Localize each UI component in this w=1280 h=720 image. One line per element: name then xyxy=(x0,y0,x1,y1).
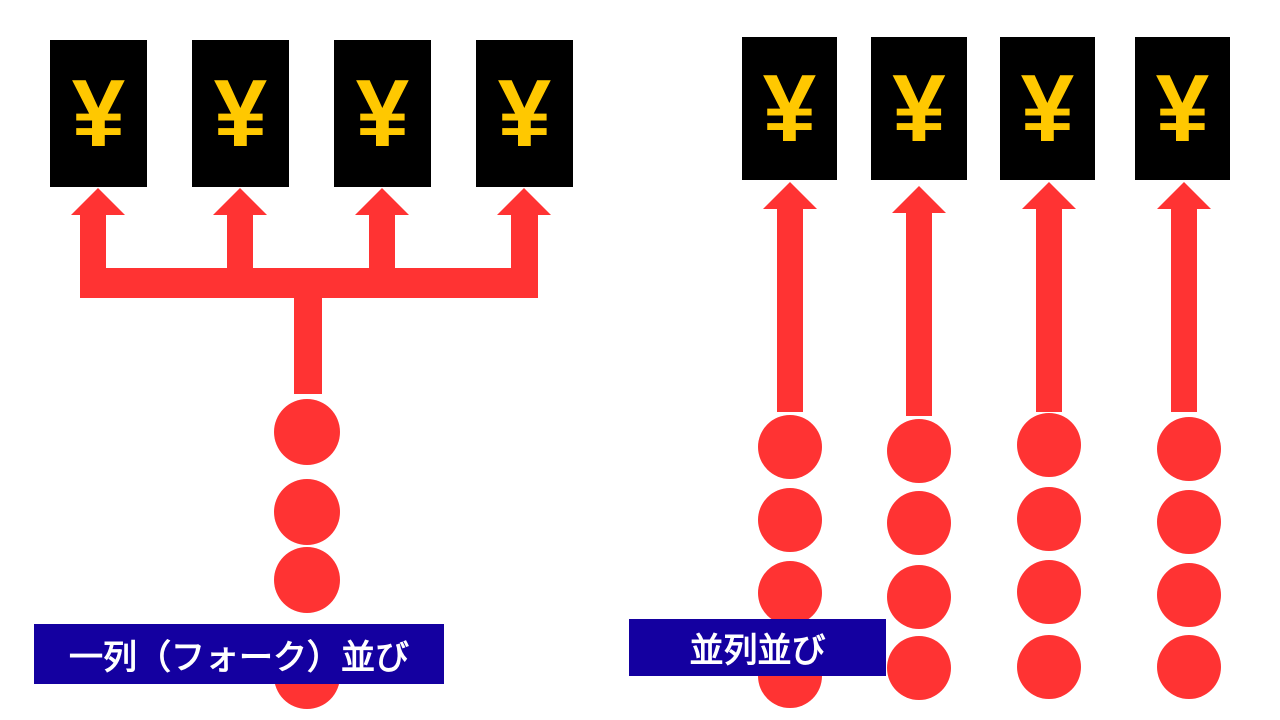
yen-counter: ¥ xyxy=(476,40,573,187)
person xyxy=(274,479,340,545)
yen-counter: ¥ xyxy=(1135,37,1230,180)
fork-queue-label: 一列（フォーク）並び xyxy=(34,624,444,684)
arrow-head xyxy=(71,188,125,215)
yen-counter: ¥ xyxy=(50,40,147,187)
yen-counter: ¥ xyxy=(1000,37,1095,180)
person xyxy=(274,399,340,465)
person xyxy=(274,547,340,613)
yen-counter: ¥ xyxy=(334,40,431,187)
arrow-head xyxy=(213,188,267,215)
yen-counter: ¥ xyxy=(871,37,967,180)
yen-counter: ¥ xyxy=(192,40,289,187)
fork-arrows xyxy=(71,188,551,394)
parallel-arrows xyxy=(763,182,1211,416)
arrow-head xyxy=(355,188,409,215)
parallel-queue-label: 並列並び xyxy=(629,619,886,676)
yen-counter: ¥ xyxy=(742,37,837,180)
arrow-head xyxy=(497,188,551,215)
